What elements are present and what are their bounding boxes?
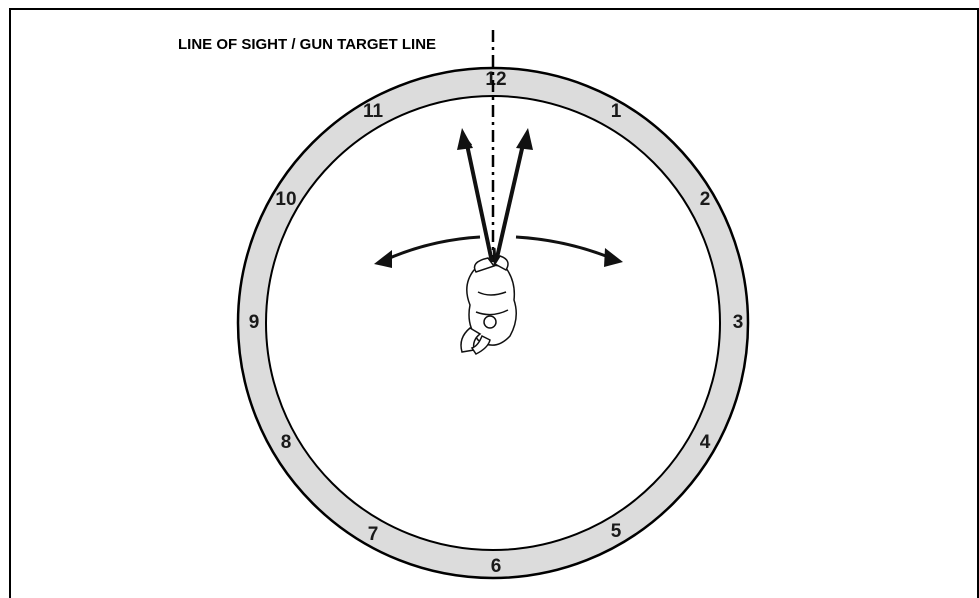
hour-10: 10 xyxy=(275,189,296,210)
hour-3: 3 xyxy=(733,312,744,333)
hour-2: 2 xyxy=(700,189,711,210)
line-of-sight-caption: LINE OF SIGHT / GUN TARGET LINE xyxy=(178,36,436,53)
hour-4: 4 xyxy=(700,432,711,453)
hour-12: 12 xyxy=(485,69,506,90)
hour-8: 8 xyxy=(281,432,292,453)
hour-5: 5 xyxy=(611,521,622,542)
hour-11: 11 xyxy=(363,101,384,122)
hour-1: 1 xyxy=(611,101,622,122)
hour-6: 6 xyxy=(491,556,502,577)
hour-9: 9 xyxy=(249,312,260,333)
hour-7: 7 xyxy=(368,524,379,545)
